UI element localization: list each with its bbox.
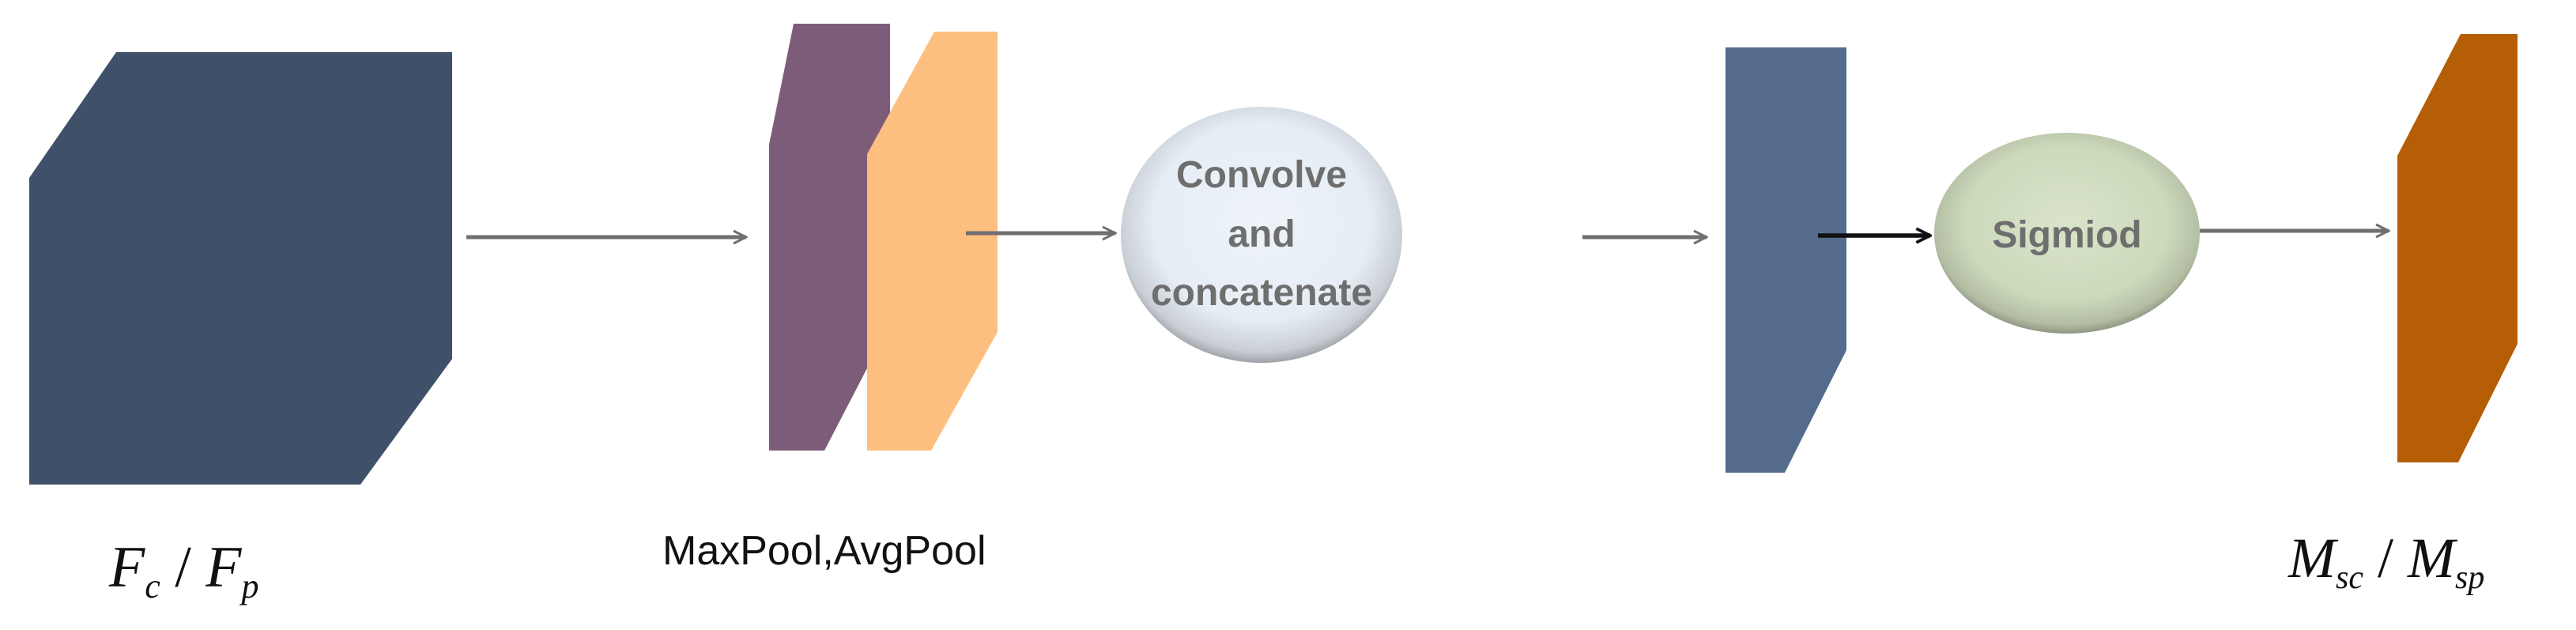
convolve-label-line2: and [1228,213,1295,255]
output-caption-m2: M [2407,526,2458,590]
input-caption-f2-sub: p [239,567,259,605]
output-caption-m1-sub: sc [2336,560,2363,596]
convolve-label-line3: concatenate [1151,272,1372,314]
input-caption-f1: F [108,535,145,600]
input-caption: Fc / Fp [108,535,259,605]
output-caption-m1: M [2287,526,2339,590]
pool-caption: MaxPool,AvgPool [662,528,986,574]
input-feature-block [29,52,452,485]
output-map [2397,34,2518,462]
output-caption-separator: / [2363,526,2408,590]
output-caption-m2-sub: sp [2455,560,2484,596]
convolve-label-line1: Convolve [1176,154,1347,196]
maxpool-map [769,24,890,451]
input-caption-f1-sub: c [145,567,160,605]
sigmoid-label: Sigmiod [1992,214,2141,256]
input-caption-separator: / [160,535,206,600]
sigmoid-node [1934,133,2200,334]
output-caption: Msc / Msp [2287,526,2484,596]
input-caption-f2: F [205,535,242,600]
conv-output-map [1726,47,1846,473]
convolve-node [1121,107,1402,363]
avgpool-map [867,32,998,451]
